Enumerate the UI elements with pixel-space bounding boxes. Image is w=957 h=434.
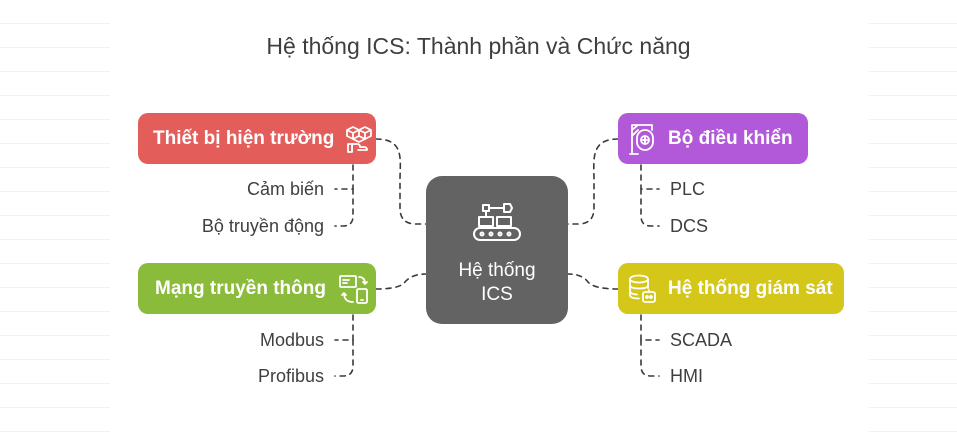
leaf-bo-truyen-dong: Bộ truyền động [201, 216, 324, 236]
connector-leaf-modbus [334, 314, 354, 341]
devices-sync-icon [338, 273, 370, 305]
leaf-hmi: HMI [670, 366, 703, 386]
boxes-hand-icon [344, 124, 374, 154]
branch-field-devices: Thiết bị hiện trường [138, 113, 376, 164]
branch-controller: Bộ điều khiển [618, 113, 808, 164]
branch-monitoring: Hệ thống giám sát [618, 263, 844, 314]
center-node: Hệ thống ICS [426, 176, 568, 324]
connector-leaf-plc [640, 164, 660, 190]
branch-network-label: Mạng truyền thông [155, 277, 326, 299]
connector-field-devices [375, 138, 427, 225]
branch-controller-label: Bộ điều khiển [668, 127, 793, 149]
leaf-dcs: DCS [670, 216, 709, 236]
connector-leaf-dcs [640, 188, 660, 227]
connector-monitoring [567, 273, 619, 290]
background-lines-right [869, 0, 957, 434]
connector-network [375, 273, 427, 290]
diagram-title: Hệ thống ICS: Thành phần và Chức năng [266, 33, 691, 59]
connector-controller [567, 138, 619, 225]
connector-leaf-scada [640, 314, 660, 341]
crane-controller-icon [628, 122, 658, 156]
connector-leaf-profibus [334, 339, 354, 377]
leaf-cam-bien: Cảm biến [246, 179, 324, 199]
leaf-modbus: Modbus [259, 330, 324, 350]
database-robot-icon [628, 273, 658, 305]
center-label-line2: ICS [481, 284, 513, 305]
branch-network: Mạng truyền thông [138, 263, 376, 314]
background-lines-left [0, 0, 110, 434]
connector-leaf-cam-bien [334, 164, 354, 190]
branch-field-devices-label: Thiết bị hiện trường [153, 127, 335, 149]
connector-leaf-hmi [640, 339, 660, 377]
robot-arm-conveyor-icon [472, 202, 522, 253]
center-label-line1: Hệ thống [458, 260, 536, 281]
leaf-scada: SCADA [670, 330, 733, 350]
branch-monitoring-label: Hệ thống giám sát [668, 277, 833, 299]
leaf-plc: PLC [670, 179, 706, 199]
connector-leaf-bo-truyen-dong [334, 188, 354, 227]
leaf-profibus: Profibus [257, 366, 324, 386]
